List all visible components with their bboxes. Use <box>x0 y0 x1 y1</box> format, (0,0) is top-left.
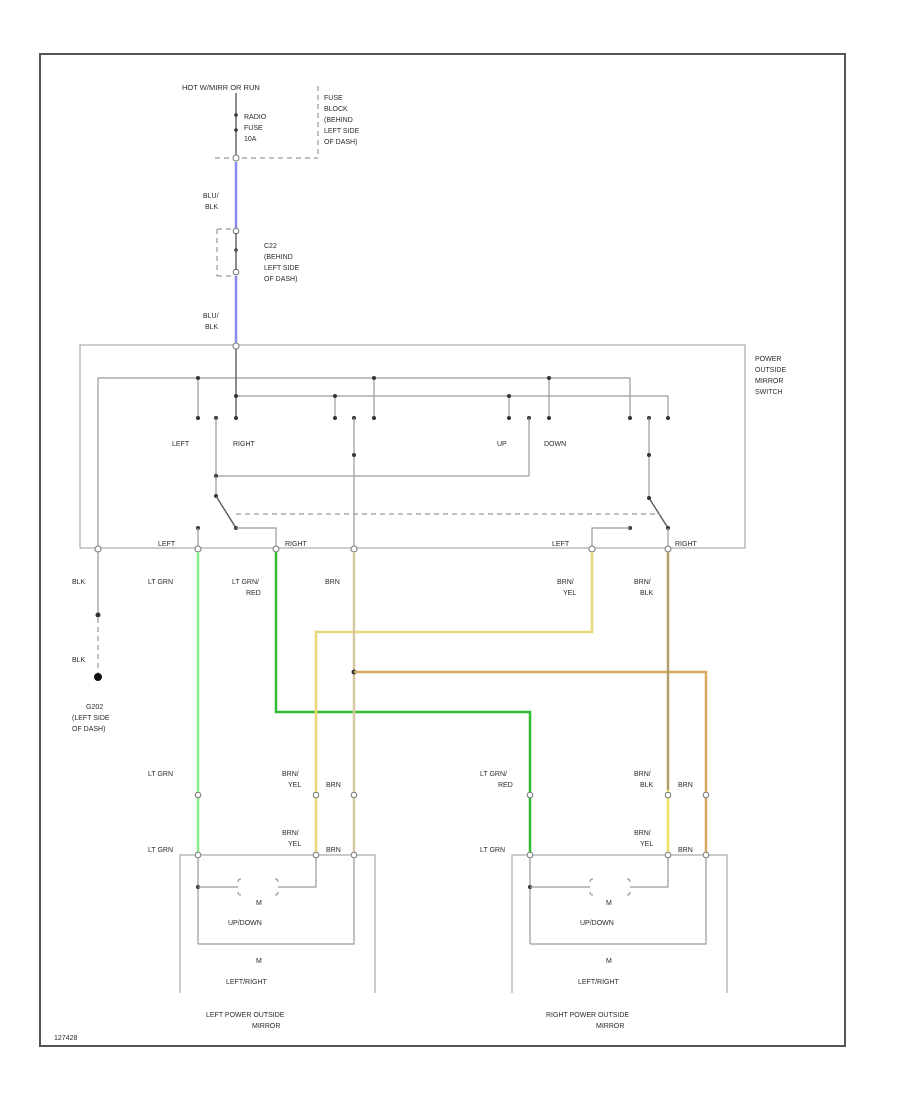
switch-title-3: MIRROR <box>755 378 783 385</box>
wire-brn-blk-label-2: BLK <box>640 590 654 597</box>
wire-lt-grn-red <box>274 552 532 852</box>
left-m-brn-label: BRN <box>326 847 341 854</box>
c22-label-4: OF DASH) <box>264 276 297 283</box>
fuse-block-label-1: FUSE <box>324 95 343 102</box>
switch-down-label: DOWN <box>544 441 566 448</box>
fuse-label-3: 10A <box>244 136 257 143</box>
left-label-ud: UP/DOWN <box>228 920 262 927</box>
c22-label-3: LEFT SIDE <box>264 265 300 272</box>
switch-right-label: RIGHT <box>233 441 256 448</box>
left-c-brn-yel-label-2: YEL <box>288 782 301 789</box>
right-c-brn-label: BRN <box>678 782 693 789</box>
fuse-block-label-2: BLOCK <box>324 106 348 113</box>
left-m-brn-yel-label-2: YEL <box>288 841 301 848</box>
ground-label-2: (LEFT SIDE <box>72 715 110 722</box>
switch-up-label: UP <box>497 441 507 448</box>
left-mirror: LT GRN BRN/ YEL BRN LT GRN BRN/ YEL BRN … <box>148 771 376 1030</box>
wire-blk-top-label: BLK <box>72 579 86 586</box>
right-c-brn-blk-label-2: BLK <box>640 782 654 789</box>
wire-lt-grn-red-label-2: RED <box>246 590 261 597</box>
switch-title-4: SWITCH <box>755 389 783 396</box>
ground-symbol <box>94 673 102 681</box>
right-m-brn-yel-label-1: BRN/ <box>634 830 651 837</box>
wire-blu-blk-label-1b: BLK <box>205 204 219 211</box>
left-mirror-name-1: LEFT POWER OUTSIDE <box>206 1012 285 1019</box>
wire-lt-grn-label: LT GRN <box>148 579 173 586</box>
fuse-label-2: FUSE <box>244 125 263 132</box>
switch-title-2: OUTSIDE <box>755 367 786 374</box>
figure-id: 127428 <box>54 1035 77 1042</box>
right-motor-lr: M <box>606 958 612 965</box>
fuse-block-label-3: (BEHIND <box>324 117 353 124</box>
fuse-block-label-5: OF DASH) <box>324 139 357 146</box>
mirror-switch-box <box>79 344 746 549</box>
right-m-lt-grn-label: LT GRN <box>480 847 505 854</box>
c22-label-2: (BEHIND <box>264 254 293 261</box>
right-mirror-name-1: RIGHT POWER OUTSIDE <box>546 1012 629 1019</box>
left-c-brn-label: BRN <box>326 782 341 789</box>
switch-out-right-label: RIGHT <box>285 541 308 548</box>
left-mirror-name-2: MIRROR <box>252 1023 280 1030</box>
ground-label-3: OF DASH) <box>72 726 105 733</box>
wire-brn-yel-left <box>314 552 594 852</box>
mirror-switch: POWER OUTSIDE MIRROR SWITCH LEFT <box>79 342 786 553</box>
switch-out-left-label: LEFT <box>158 541 176 548</box>
c22-label-1: C22 <box>264 243 277 250</box>
wire-brn-yel-label-1: BRN/ <box>557 579 574 586</box>
fuse-label-1: RADIO <box>244 114 267 121</box>
right-mirror-box <box>511 854 728 993</box>
right-mirror-name-2: MIRROR <box>596 1023 624 1030</box>
right-motor-ud: M <box>606 900 612 907</box>
left-m-brn-yel-label-1: BRN/ <box>282 830 299 837</box>
switch-out-left2-label: LEFT <box>552 541 570 548</box>
right-label-lr: LEFT/RIGHT <box>578 979 620 986</box>
ground-circuit: BLK BLK G202 (LEFT SIDE OF DASH) <box>72 552 110 733</box>
left-m-lt-grn-label: LT GRN <box>148 847 173 854</box>
wire-brn-blk-label-1: BRN/ <box>634 579 651 586</box>
right-m-brn-yel-label-2: YEL <box>640 841 653 848</box>
switch-title-1: POWER <box>755 356 781 363</box>
left-c-brn-yel-label-1: BRN/ <box>282 771 299 778</box>
wire-blk-bot-label: BLK <box>72 657 86 664</box>
right-c-lt-grn-red-label-2: RED <box>498 782 513 789</box>
left-motor-ud: M <box>256 900 262 907</box>
right-c-lt-grn-red-label-1: LT GRN/ <box>480 771 507 778</box>
wire-blu-blk-label-2a: BLU/ <box>203 313 219 320</box>
wire-lt-grn-red-label-1: LT GRN/ <box>232 579 259 586</box>
wire-blu-blk-label-2b: BLK <box>205 324 219 331</box>
switch-out-right2-label: RIGHT <box>675 541 698 548</box>
right-c-brn-blk-label-1: BRN/ <box>634 771 651 778</box>
left-mirror-box <box>179 854 376 993</box>
wire-brn-label: BRN <box>325 579 340 586</box>
wire-brn-yel-label-2: YEL <box>563 590 576 597</box>
left-motor-lr: M <box>256 958 262 965</box>
power-source-label: HOT W/MIRR OR RUN <box>182 83 260 92</box>
ground-label-1: G202 <box>86 704 103 711</box>
fuse-block-label-4: LEFT SIDE <box>324 128 360 135</box>
right-label-ud: UP/DOWN <box>580 920 614 927</box>
wire-blu-blk-label-1a: BLU/ <box>203 193 219 200</box>
switch-left-label: LEFT <box>172 441 190 448</box>
right-m-brn-label: BRN <box>678 847 693 854</box>
power-feed: HOT W/MIRR OR RUN RADIO FUSE 10A FUSE BL… <box>182 83 360 344</box>
harness-wires: LT GRN LT GRN/ RED BRN BRN/ YEL BRN/ BLK <box>148 552 708 852</box>
left-c-lt-grn-label: LT GRN <box>148 771 173 778</box>
right-mirror: LT GRN/ RED BRN/ BLK BRN LT GRN BRN/ YEL… <box>480 771 728 1030</box>
left-label-lr: LEFT/RIGHT <box>226 979 268 986</box>
diagram-frame <box>39 53 846 1047</box>
